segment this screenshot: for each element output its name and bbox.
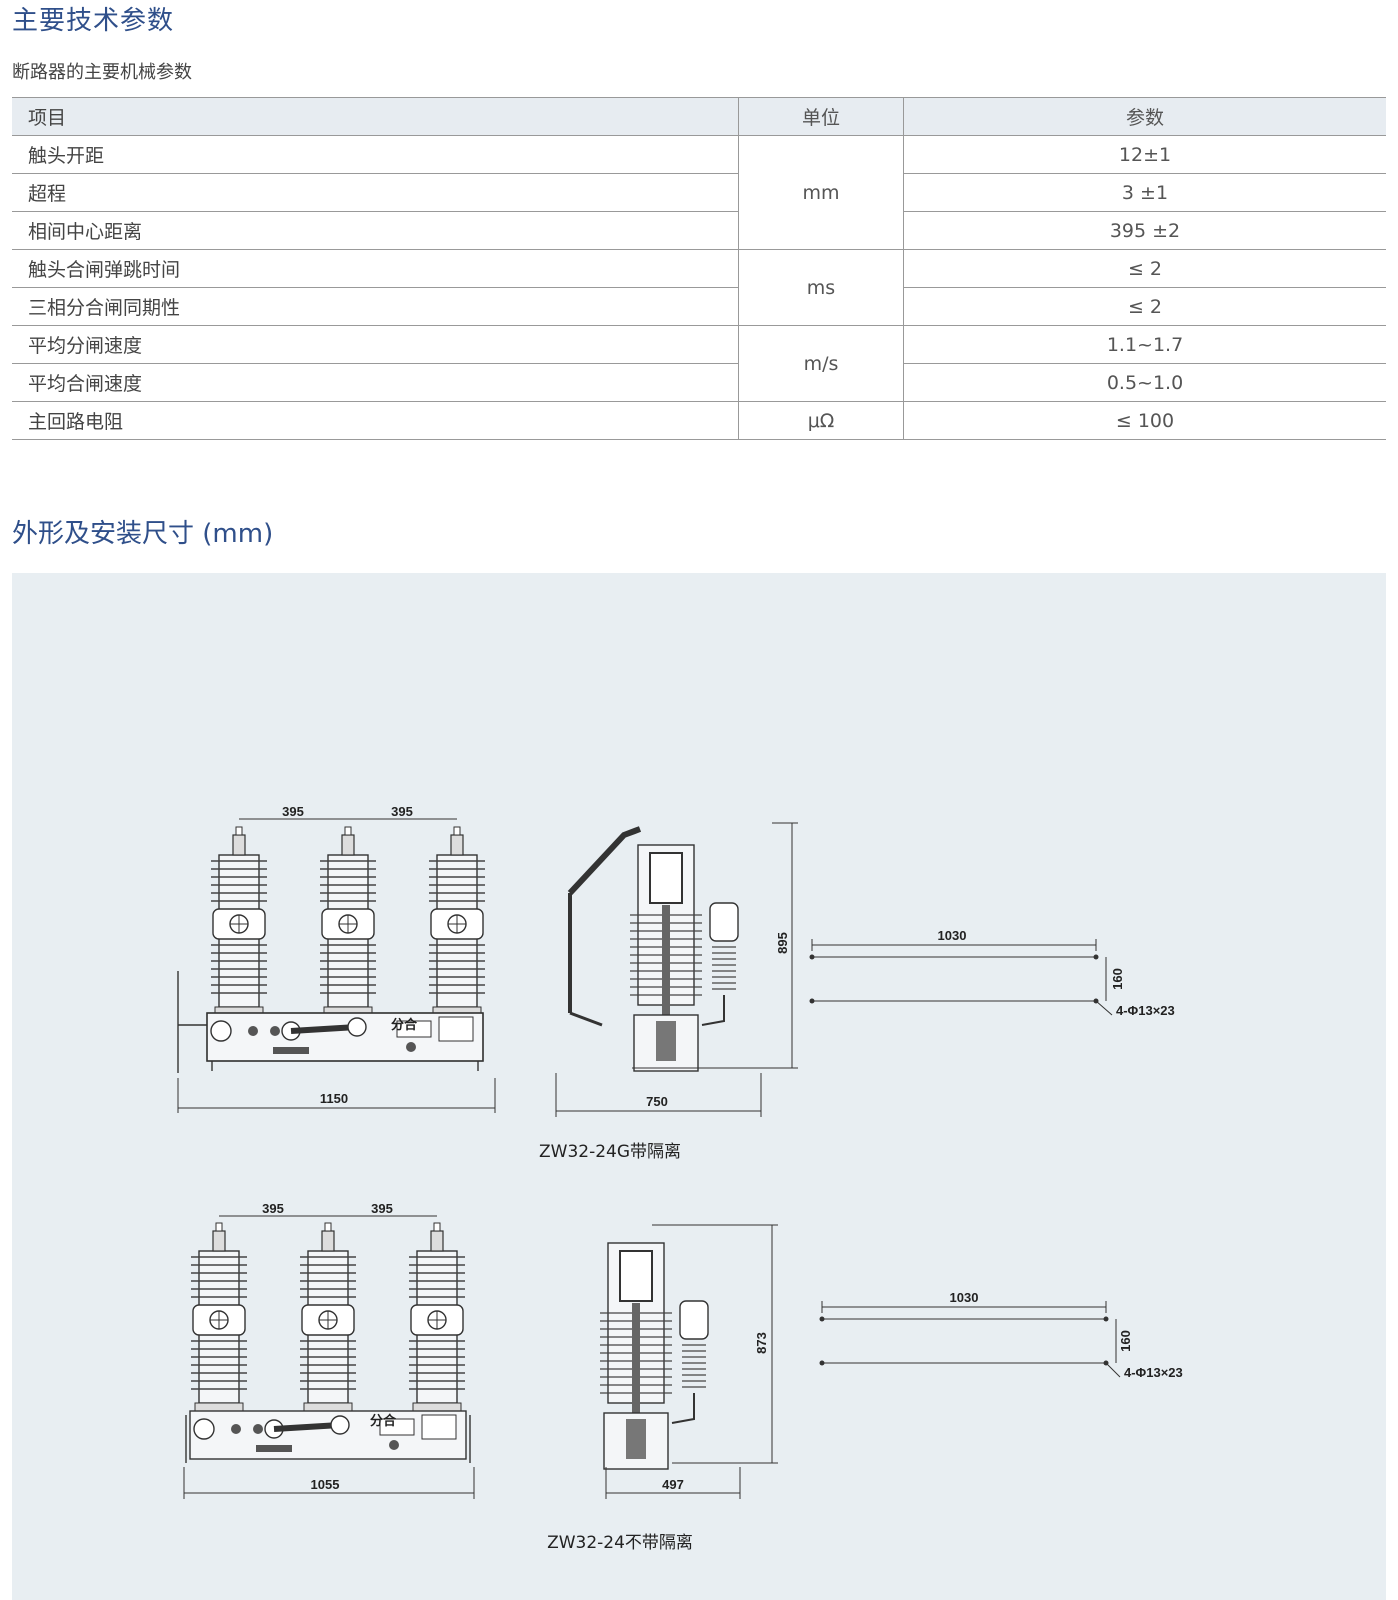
table-row: 主回路电阻 μΩ ≤ 100 (12, 401, 1386, 440)
dimension-mount-depth: 160 (1118, 1330, 1133, 1352)
drawing-1-caption: ZW32-24G带隔离 (539, 1142, 681, 1162)
cell-unit: ms (738, 249, 904, 326)
dimension-mount-holes: 4-Φ13×23 (1116, 1003, 1175, 1018)
table-row: 超程 3 ±1 (12, 173, 1386, 212)
cell-item: 触头合闸弹跳时间 (12, 249, 739, 288)
dimension-width: 1055 (311, 1477, 340, 1492)
cell-item: 平均合闸速度 (12, 363, 739, 402)
dimension-width: 1150 (320, 1091, 348, 1106)
section-title-parameters: 主要技术参数 (12, 6, 175, 36)
drawing-2-caption: ZW32-24不带隔离 (547, 1533, 693, 1553)
table-row: 触头合闸弹跳时间 ms ≤ 2 (12, 249, 1386, 326)
dimension-height: 895 (775, 932, 790, 954)
cell-item: 三相分合闸同期性 (12, 287, 739, 326)
table-row: 平均合闸速度 0.5~1.0 (12, 363, 1386, 402)
dimension-depth: 750 (646, 1094, 668, 1109)
section-subtitle: 断路器的主要机械参数 (12, 62, 192, 83)
panel-label: 分合 (370, 1413, 397, 1428)
drawing-1-mount-view: 1030 160 4-Φ13×23 (809, 928, 1175, 1018)
dimension-mount-length: 1030 (938, 928, 967, 943)
drawing-1-side-view: 895 750 (555, 822, 798, 1117)
table-header-row: 项目 单位 参数 (12, 97, 1386, 136)
drawing-2-front-view: 分合 395 395 1055 (183, 1201, 475, 1499)
table-row: 相间中心距离 395 ±2 (12, 211, 1386, 250)
cell-unit: mm (738, 135, 904, 250)
table-row: 触头开距 mm 12±1 (12, 135, 1386, 250)
header-item: 项目 (12, 97, 739, 136)
dimension-mount-length: 1030 (950, 1290, 979, 1305)
dimension-mount-holes: 4-Φ13×23 (1124, 1365, 1183, 1380)
dimension-mount-depth: 160 (1110, 968, 1125, 990)
table-row: 平均分闸速度 m/s 1.1~1.7 (12, 325, 1386, 402)
cell-item: 主回路电阻 (12, 401, 739, 440)
parameters-table: 项目 单位 参数 触头开距 mm 12±1 超程 3 ±1 相间中心距离 395… (12, 97, 1386, 440)
cell-value: 0.5~1.0 (903, 363, 1386, 402)
cell-value: ≤ 2 (903, 249, 1386, 288)
drawing-2-mount-view: 1030 160 4-Φ13×23 (819, 1290, 1183, 1380)
dimension-spacing-left: 395 (262, 1201, 284, 1216)
section-title-dimensions: 外形及安装尺寸 (mm) (12, 519, 274, 549)
dimension-spacing-right: 395 (391, 804, 413, 819)
header-unit: 单位 (738, 97, 904, 136)
cell-value: 1.1~1.7 (903, 325, 1386, 364)
cell-item: 触头开距 (12, 135, 739, 174)
drawing-panel: 分合 395 395 1150 895 750 (12, 573, 1386, 1600)
drawing-2-side-view: 873 497 (599, 1224, 778, 1499)
cell-item: 平均分闸速度 (12, 325, 739, 364)
technical-drawing: 分合 395 395 1150 895 750 (177, 804, 1183, 1553)
dimension-height: 873 (754, 1332, 769, 1354)
dimension-spacing-left: 395 (282, 804, 304, 819)
dimension-depth: 497 (662, 1477, 684, 1492)
cell-item: 相间中心距离 (12, 211, 739, 250)
cell-value: ≤ 2 (903, 287, 1386, 326)
cell-unit: μΩ (738, 401, 904, 440)
cell-value: ≤ 100 (903, 401, 1386, 440)
header-value: 参数 (903, 97, 1386, 136)
cell-item: 超程 (12, 173, 739, 212)
drawing-1-front-view: 分合 395 395 1150 (177, 804, 496, 1113)
dimension-spacing-right: 395 (371, 1201, 393, 1216)
cell-value: 3 ±1 (903, 173, 1386, 212)
cell-unit: m/s (738, 325, 904, 402)
table-row: 三相分合闸同期性 ≤ 2 (12, 287, 1386, 326)
cell-value: 12±1 (903, 135, 1386, 174)
panel-label: 分合 (391, 1017, 418, 1032)
cell-value: 395 ±2 (903, 211, 1386, 250)
